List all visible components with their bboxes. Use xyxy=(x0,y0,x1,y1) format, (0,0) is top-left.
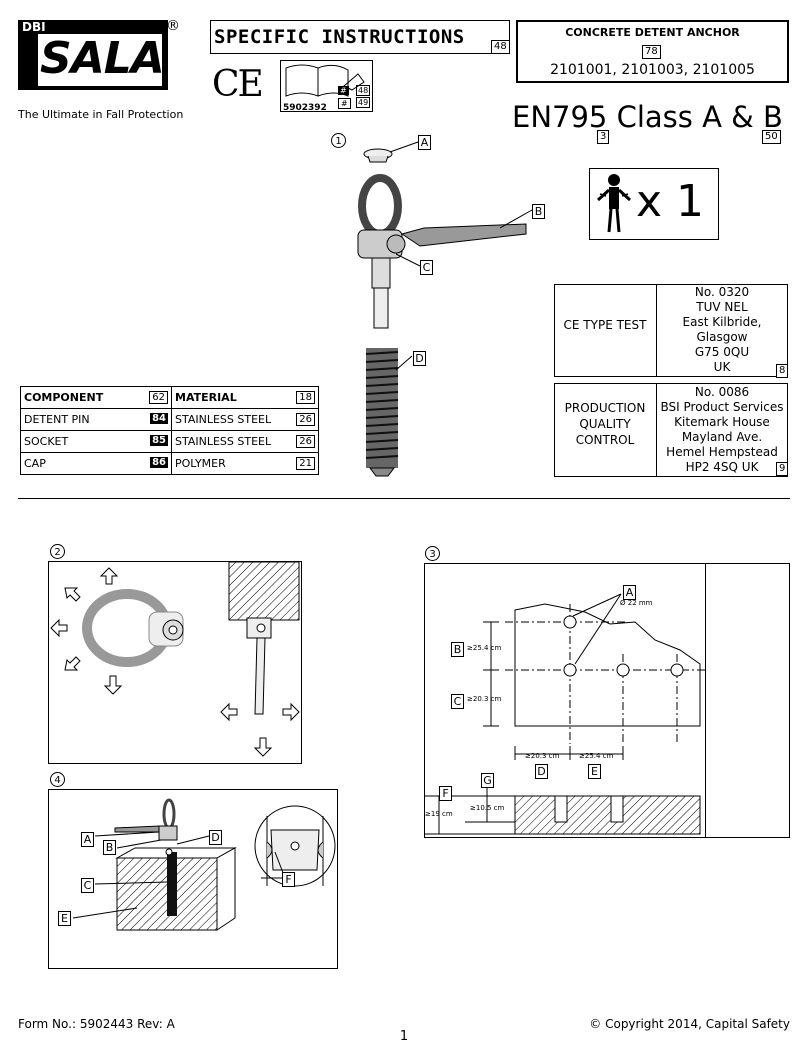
fig2-drawing xyxy=(50,562,300,757)
fig3-label-f: F xyxy=(439,786,452,801)
fig4-label-b: B xyxy=(103,840,116,855)
fig1-label-b: B xyxy=(532,204,545,219)
manual-ref-a: 48 xyxy=(356,85,371,96)
brand-tagline: The Ultimate in Fall Protection xyxy=(18,108,184,121)
material-header-ref: 18 xyxy=(296,391,315,404)
product-name: CONCRETE DETENT ANCHOR xyxy=(565,26,740,39)
form-number: Form No.: 5902443 Rev: A xyxy=(18,1017,175,1031)
fig1-label-a: A xyxy=(418,135,431,150)
users-count: x 1 xyxy=(636,176,705,227)
fig3-label-b: B xyxy=(451,642,464,657)
fig3-drawing xyxy=(425,593,705,835)
fig3-dim-b: ≥25.4 cm xyxy=(467,644,502,652)
fig3-frame xyxy=(424,563,790,838)
component-header-ref: 62 xyxy=(149,391,168,404)
fig4-label-e: E xyxy=(58,911,71,926)
standard-ref-a: 3 xyxy=(597,130,610,144)
production-box xyxy=(554,383,788,477)
brand-logo: DBI SALA xyxy=(18,20,168,90)
fig3-dim-g: ≥10.5 cm xyxy=(470,804,505,812)
section-divider xyxy=(18,498,790,499)
fig4-drawing xyxy=(72,798,336,931)
fig4-label-d: D xyxy=(209,830,222,845)
manual-hash-a: # xyxy=(338,86,349,95)
standard: EN795 Class A & B xyxy=(512,100,783,134)
production-ref: 9 xyxy=(776,462,789,476)
fig3-label-e: E xyxy=(588,764,601,779)
fig1-number: 1 xyxy=(331,133,346,148)
title-box xyxy=(210,20,510,54)
ce-test-label: CE TYPE TEST xyxy=(563,318,647,332)
users-box xyxy=(589,168,719,240)
fig3-number: 3 xyxy=(425,546,440,561)
brand-name: SALA xyxy=(40,33,165,84)
fig4-label-f: F xyxy=(282,872,295,887)
ce-mark: CE xyxy=(212,64,264,105)
product-box xyxy=(516,20,789,83)
fig3-label-g: G xyxy=(481,773,494,788)
fig1-label-d: D xyxy=(413,351,426,366)
standard-ref-b: 50 xyxy=(762,130,781,144)
person-icon xyxy=(596,174,632,233)
fig1-label-c: C xyxy=(420,260,433,275)
fig4-label-c: C xyxy=(81,878,94,893)
ce-test-ref: 8 xyxy=(776,364,789,378)
fig3-dim-f: ≥19 cm xyxy=(425,810,453,818)
title-ref: 48 xyxy=(491,40,510,54)
fig4-frame xyxy=(48,789,338,969)
fig4-label-a: A xyxy=(81,832,94,847)
fig4-number: 4 xyxy=(50,772,65,787)
fig3-dim-e: ≥25.4 cm xyxy=(579,752,614,760)
copyright: © Copyright 2014, Capital Safety xyxy=(589,1017,790,1031)
ce-test-box xyxy=(554,284,788,377)
fig3-dim-c: ≥20.3 cm xyxy=(467,695,502,703)
page-number: 1 xyxy=(399,1029,409,1044)
fig1-anchor-exploded xyxy=(357,141,533,477)
manual-hash-b: # xyxy=(338,98,351,109)
brand-reg: ® xyxy=(166,18,180,34)
fig2-frame xyxy=(48,561,302,764)
manual-ref-b: 49 xyxy=(356,97,371,108)
fig3-dim-a: Ø 22 mm xyxy=(620,599,653,607)
component-header: COMPONENT xyxy=(24,391,104,404)
product-ref: 78 xyxy=(642,45,661,59)
fig2-number: 2 xyxy=(50,544,65,559)
fig3-label-c: C xyxy=(451,694,464,709)
page-title: SPECIFIC INSTRUCTIONS xyxy=(214,26,465,48)
manual-ref-box xyxy=(280,60,373,112)
product-models: 2101001, 2101003, 2101005 xyxy=(550,62,755,78)
brand-top: DBI xyxy=(22,20,46,34)
fig3-label-a: A xyxy=(623,585,636,600)
book-icon xyxy=(285,64,365,97)
fig3-label-d: D xyxy=(535,764,548,779)
material-header: MATERIAL xyxy=(175,391,237,404)
fig3-dim-d: ≥20.3 cm xyxy=(525,752,560,760)
manual-number: 5902392 xyxy=(283,103,327,113)
